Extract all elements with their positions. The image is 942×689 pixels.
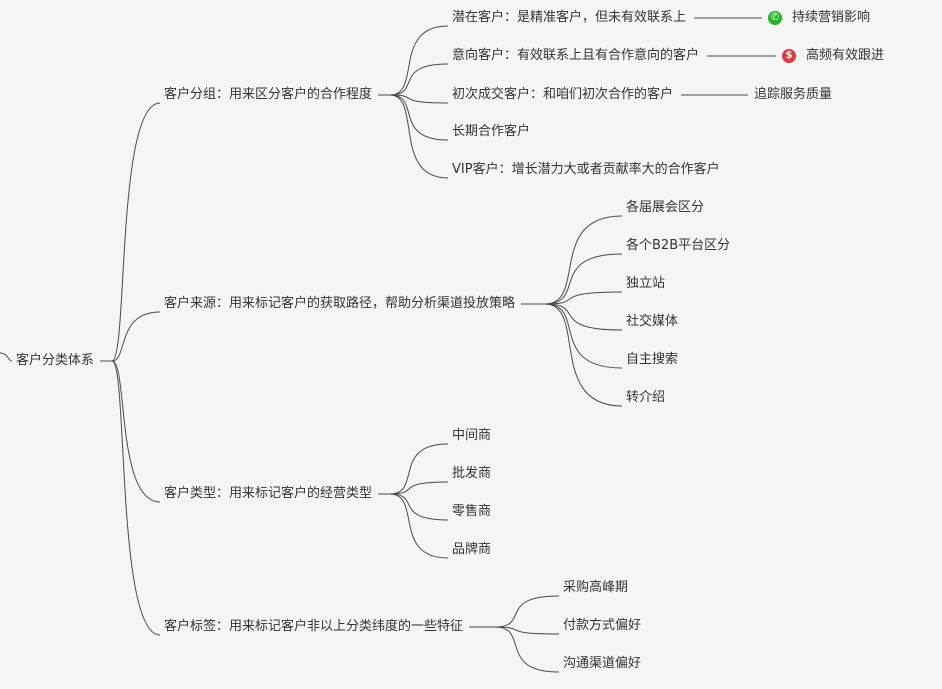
leaf-b2b-platforms[interactable]: 各个B2B平台区分 bbox=[626, 238, 731, 253]
root-edge-2 bbox=[111, 360, 161, 503]
source-edge-2 bbox=[544, 291, 623, 305]
leaf-potential-customer[interactable]: 潜在客户：是精准客户，但未有效联系上 bbox=[452, 10, 687, 25]
note-continuous-marketing[interactable]: 持续营销影响 bbox=[792, 10, 871, 25]
root-edge-1 bbox=[111, 311, 161, 362]
leaf-wholesaler[interactable]: 批发商 bbox=[452, 466, 492, 481]
type-edge-3 bbox=[389, 493, 449, 559]
leaf-purchase-peak[interactable]: 采购高峰期 bbox=[563, 580, 629, 595]
type-edge-1 bbox=[389, 481, 449, 495]
root-edge-0 bbox=[111, 102, 161, 362]
tags-edge-2 bbox=[494, 626, 560, 673]
leaf-vip-customer[interactable]: VIP客户：增长潜力大或者贡献率大的合作客户 bbox=[452, 162, 720, 177]
root-edge-3 bbox=[111, 360, 161, 636]
grouping-edge-2 bbox=[389, 94, 449, 104]
source-edge-3 bbox=[544, 303, 623, 331]
leaf-long-term-customer[interactable]: 长期合作客户 bbox=[452, 124, 531, 139]
phone-icon: ✆ bbox=[768, 11, 782, 25]
leaf-independent-site[interactable]: 独立站 bbox=[626, 276, 666, 291]
source-edge-1 bbox=[544, 253, 623, 305]
tags-edge-1 bbox=[494, 626, 560, 635]
type-edge-2 bbox=[389, 493, 449, 521]
source-edge-0 bbox=[544, 215, 623, 305]
branch-customer-tags[interactable]: 客户标签：用来标记客户非以上分类纬度的一些特征 bbox=[164, 619, 464, 634]
root-node[interactable]: 客户分类体系 bbox=[16, 353, 95, 368]
leaf-communication-preference[interactable]: 沟通渠道偏好 bbox=[563, 656, 642, 671]
branch-customer-type[interactable]: 客户类型：用来标记客户的经营类型 bbox=[164, 486, 373, 501]
note-frequent-followup[interactable]: 高频有效跟进 bbox=[806, 48, 885, 63]
tags-edge-0 bbox=[494, 595, 560, 628]
leaf-referral[interactable]: 转介绍 bbox=[626, 390, 666, 405]
leaf-brand-owner[interactable]: 品牌商 bbox=[452, 542, 492, 557]
leaf-first-deal-customer[interactable]: 初次成交客户：和咱们初次合作的客户 bbox=[452, 87, 674, 102]
grouping-edge-0 bbox=[389, 25, 449, 96]
source-edge-4 bbox=[544, 303, 623, 369]
leaf-retailer[interactable]: 零售商 bbox=[452, 504, 492, 519]
leaf-intent-customer[interactable]: 意向客户：有效联系上且有合作意向的客户 bbox=[452, 48, 700, 63]
leaf-self-search[interactable]: 自主搜索 bbox=[626, 352, 679, 367]
grouping-edge-4 bbox=[389, 94, 449, 179]
branch-customer-source[interactable]: 客户来源：用来标记客户的获取路径，帮助分析渠道投放策略 bbox=[164, 296, 516, 311]
leaf-payment-preference[interactable]: 付款方式偏好 bbox=[563, 618, 642, 633]
leaf-exhibitions[interactable]: 各届展会区分 bbox=[626, 200, 705, 215]
source-edge-5 bbox=[544, 303, 623, 407]
grouping-edge-1 bbox=[389, 63, 449, 96]
leaf-middleman[interactable]: 中间商 bbox=[452, 428, 492, 443]
note-track-service-quality[interactable]: 追踪服务质量 bbox=[754, 87, 833, 102]
dollar-icon: $ bbox=[782, 49, 796, 63]
branch-customer-grouping[interactable]: 客户分组：用来区分客户的合作程度 bbox=[164, 87, 373, 102]
grouping-edge-3 bbox=[389, 94, 449, 141]
leaf-social-media[interactable]: 社交媒体 bbox=[626, 314, 679, 329]
type-edge-0 bbox=[389, 443, 449, 495]
root-left-tail bbox=[0, 352, 13, 362]
